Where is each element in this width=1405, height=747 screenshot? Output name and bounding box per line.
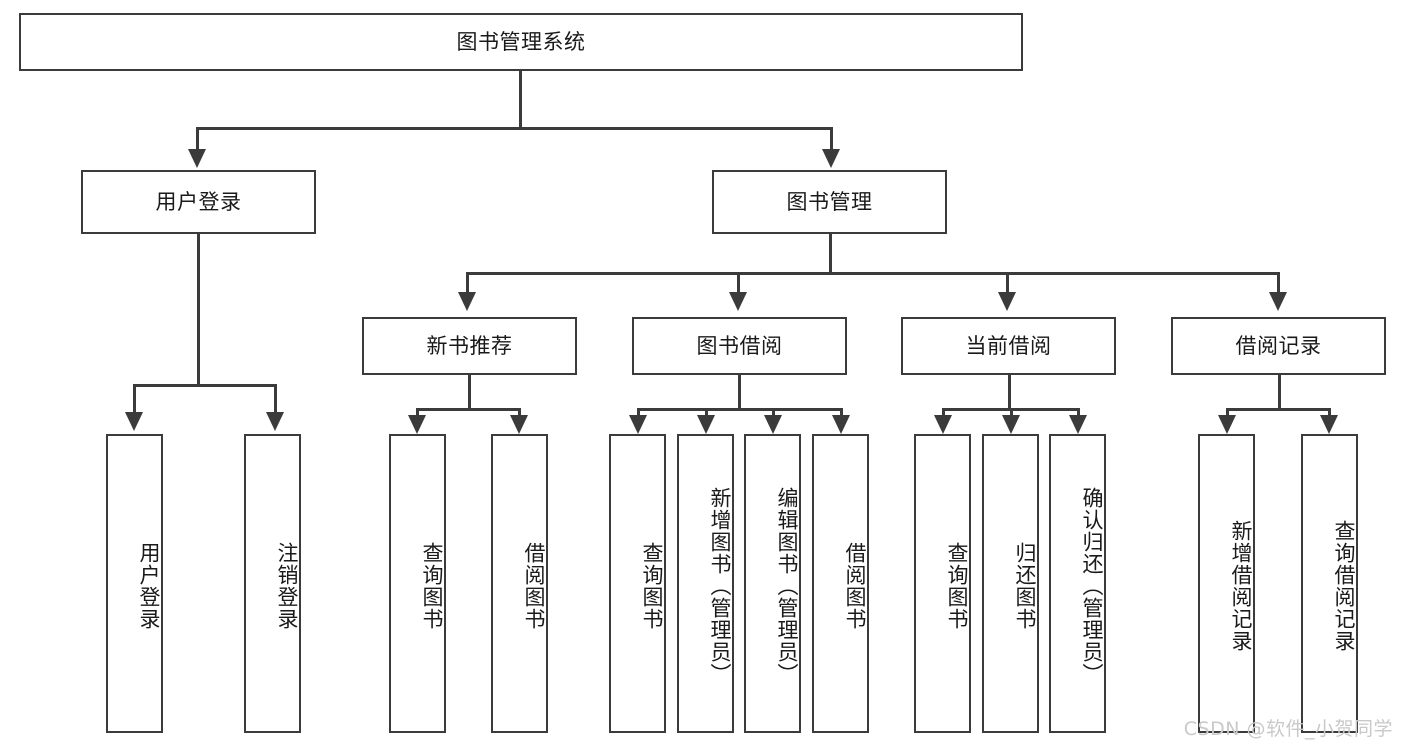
node-book-borrow: 图书借阅 [632, 317, 847, 375]
arrow-level3-1 [458, 292, 476, 311]
arrow-user-leaf-2 [266, 412, 284, 431]
leaf-logout-label: 注销登录 [275, 541, 299, 630]
edge-current-drop-2 [1010, 408, 1013, 418]
leaf-current-confirm-return: 确认归还（管理员） [1049, 434, 1106, 733]
edge-user-drop-2 [274, 384, 277, 415]
edge-borrow-drop-3 [772, 408, 775, 418]
edge-user-drop-1 [133, 384, 136, 415]
edge-user-bus [133, 384, 277, 387]
arrow-level3-2 [729, 292, 747, 311]
edge-records-drop-2 [1328, 408, 1331, 418]
arrow-user-leaf-1 [125, 412, 143, 431]
edge-root-stem [519, 71, 522, 127]
node-user-login-label: 用户登录 [155, 189, 242, 214]
node-current-borrow: 当前借阅 [901, 317, 1116, 375]
edge-root-to-book [830, 127, 833, 151]
node-book-management-label: 图书管理 [786, 189, 873, 214]
arrow-level3-3 [998, 292, 1016, 311]
edge-root-to-user [196, 127, 199, 151]
leaf-recommend-query-book: 查询图书 [389, 434, 446, 733]
leaf-recommend-borrow-book-label: 借阅图书 [522, 541, 546, 630]
leaf-current-confirm-return-label: 确认归还（管理员） [1080, 486, 1104, 685]
edge-book-stem [829, 234, 832, 272]
leaf-borrow-add-book-label: 新增图书（管理员） [708, 486, 732, 685]
edge-book-drop-3 [1006, 272, 1009, 294]
edge-borrow-drop-1 [637, 408, 640, 418]
edge-book-drop-4 [1277, 272, 1280, 294]
edge-recommend-stem [468, 375, 471, 408]
node-new-book-recommend-label: 新书推荐 [426, 333, 513, 358]
edge-recommend-bus [416, 408, 521, 411]
leaf-query-borrow-record: 查询借阅记录 [1301, 434, 1358, 733]
edge-borrow-stem [738, 375, 741, 408]
node-current-borrow-label: 当前借阅 [965, 333, 1052, 358]
arrow-borrow-leaf-3 [764, 415, 782, 434]
node-book-borrow-label: 图书借阅 [696, 333, 783, 358]
arrow-current-leaf-2 [1002, 415, 1020, 434]
edge-records-bus [1226, 408, 1331, 411]
node-new-book-recommend: 新书推荐 [362, 317, 577, 375]
node-user-login: 用户登录 [81, 170, 316, 234]
arrow-recommend-leaf-1 [408, 415, 426, 434]
leaf-user-login: 用户登录 [106, 434, 163, 733]
arrow-borrow-leaf-4 [832, 415, 850, 434]
edge-root-bus [196, 127, 833, 130]
node-borrow-records-label: 借阅记录 [1235, 333, 1322, 358]
arrow-current-leaf-1 [934, 415, 952, 434]
node-borrow-records: 借阅记录 [1171, 317, 1386, 375]
arrow-root-to-user [188, 149, 206, 168]
leaf-recommend-borrow-book: 借阅图书 [491, 434, 548, 733]
leaf-user-login-label: 用户登录 [137, 541, 161, 630]
arrow-records-leaf-1 [1218, 415, 1236, 434]
node-root-label: 图书管理系统 [456, 29, 586, 54]
edge-borrow-bus [637, 408, 842, 411]
edge-user-stem [197, 234, 200, 384]
leaf-borrow-edit-book: 编辑图书（管理员） [744, 434, 801, 733]
arrow-current-leaf-3 [1069, 415, 1087, 434]
leaf-borrow-query-book: 查询图书 [609, 434, 666, 733]
edge-current-stem [1008, 375, 1011, 408]
leaf-current-query-book: 查询图书 [914, 434, 971, 733]
leaf-add-borrow-record: 新增借阅记录 [1198, 434, 1255, 733]
leaf-current-return-book: 归还图书 [982, 434, 1039, 733]
edge-book-drop-1 [466, 272, 469, 294]
leaf-query-borrow-record-label: 查询借阅记录 [1332, 519, 1356, 652]
edge-recommend-drop-2 [518, 408, 521, 418]
leaf-borrow-borrow-book: 借阅图书 [812, 434, 869, 733]
edge-borrow-drop-2 [705, 408, 708, 418]
node-root: 图书管理系统 [19, 13, 1023, 71]
node-book-management: 图书管理 [712, 170, 947, 234]
edge-records-stem [1278, 375, 1281, 408]
arrow-borrow-leaf-1 [629, 415, 647, 434]
edge-records-drop-1 [1226, 408, 1229, 418]
leaf-current-return-book-label: 归还图书 [1013, 541, 1037, 630]
leaf-current-query-book-label: 查询图书 [945, 541, 969, 630]
edge-current-drop-1 [942, 408, 945, 418]
edge-borrow-drop-4 [840, 408, 843, 418]
leaf-logout: 注销登录 [244, 434, 301, 733]
arrow-records-leaf-2 [1320, 415, 1338, 434]
leaf-borrow-add-book: 新增图书（管理员） [677, 434, 734, 733]
leaf-borrow-edit-book-label: 编辑图书（管理员） [775, 486, 799, 685]
arrow-borrow-leaf-2 [697, 415, 715, 434]
leaf-borrow-query-book-label: 查询图书 [640, 541, 664, 630]
leaf-recommend-query-book-label: 查询图书 [420, 541, 444, 630]
csdn-watermark: CSDN @软件_小贺同学 [1183, 718, 1393, 740]
edge-current-drop-3 [1077, 408, 1080, 418]
leaf-borrow-borrow-book-label: 借阅图书 [843, 541, 867, 630]
arrow-recommend-leaf-2 [510, 415, 528, 434]
arrow-level3-4 [1269, 292, 1287, 311]
arrow-root-to-book [822, 149, 840, 168]
edge-recommend-drop-1 [416, 408, 419, 418]
edge-book-bus [466, 272, 1280, 275]
leaf-add-borrow-record-label: 新增借阅记录 [1229, 519, 1253, 652]
edge-book-drop-2 [737, 272, 740, 294]
